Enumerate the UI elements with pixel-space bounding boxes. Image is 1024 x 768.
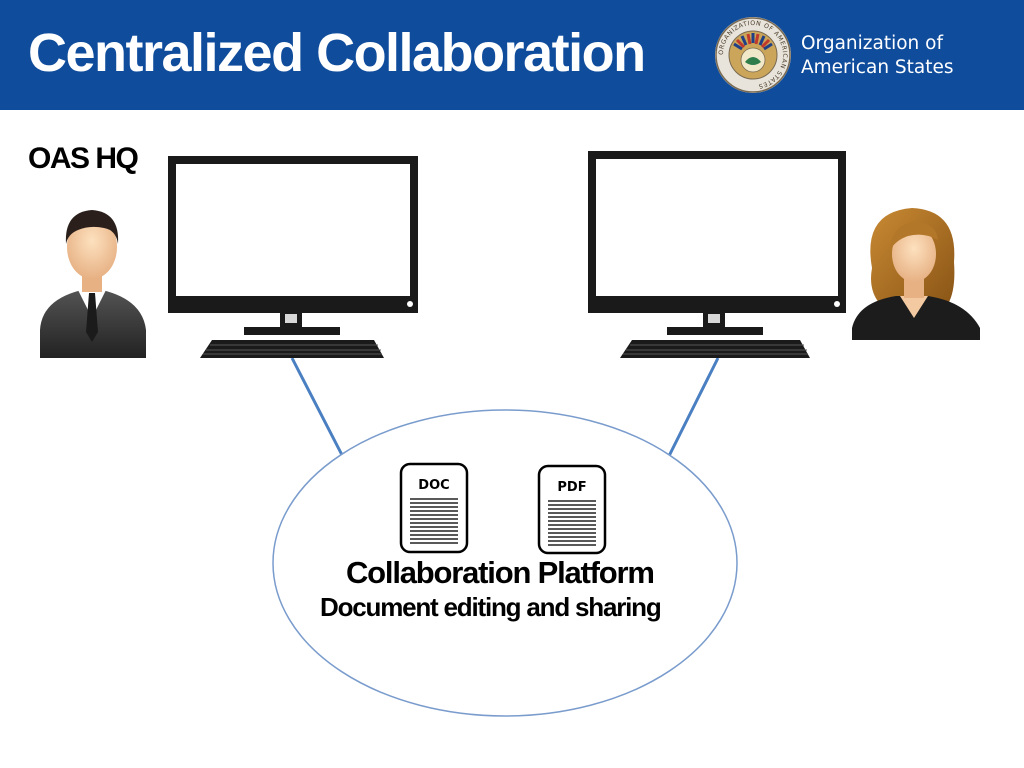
- connector-left: [290, 357, 344, 456]
- computer-right: [588, 151, 846, 358]
- keyboard-right: [620, 340, 810, 358]
- female-user-icon: [852, 208, 980, 340]
- monitor-left-screen: [176, 164, 410, 296]
- platform-title: Collaboration Platform: [346, 555, 655, 590]
- male-user-icon: [40, 210, 146, 358]
- oas-seal-logo: ORGANIZATION OF AMERICAN STATES: [715, 17, 791, 93]
- pdf-file-icon: PDF: [537, 464, 607, 555]
- keyboard-left: [200, 340, 384, 358]
- doc-file-icon: DOC: [399, 462, 469, 554]
- slide-title: Centralized Collaboration: [28, 23, 646, 83]
- computer-left: [168, 156, 418, 358]
- pdf-file-label: PDF: [557, 480, 586, 495]
- oas-hq-label: OAS HQ: [28, 142, 139, 175]
- monitor-right-screen: [596, 159, 838, 296]
- header-bar: [0, 0, 1024, 110]
- connector-right: [666, 357, 720, 459]
- platform-subtitle: Document editing and sharing: [320, 592, 662, 622]
- platform-ellipse: [272, 409, 738, 717]
- org-name-line-2: American States: [801, 57, 954, 78]
- org-name-line-1: Organization of: [801, 33, 943, 54]
- organization-name: Organization of American States: [801, 32, 954, 80]
- doc-file-label: DOC: [418, 478, 449, 493]
